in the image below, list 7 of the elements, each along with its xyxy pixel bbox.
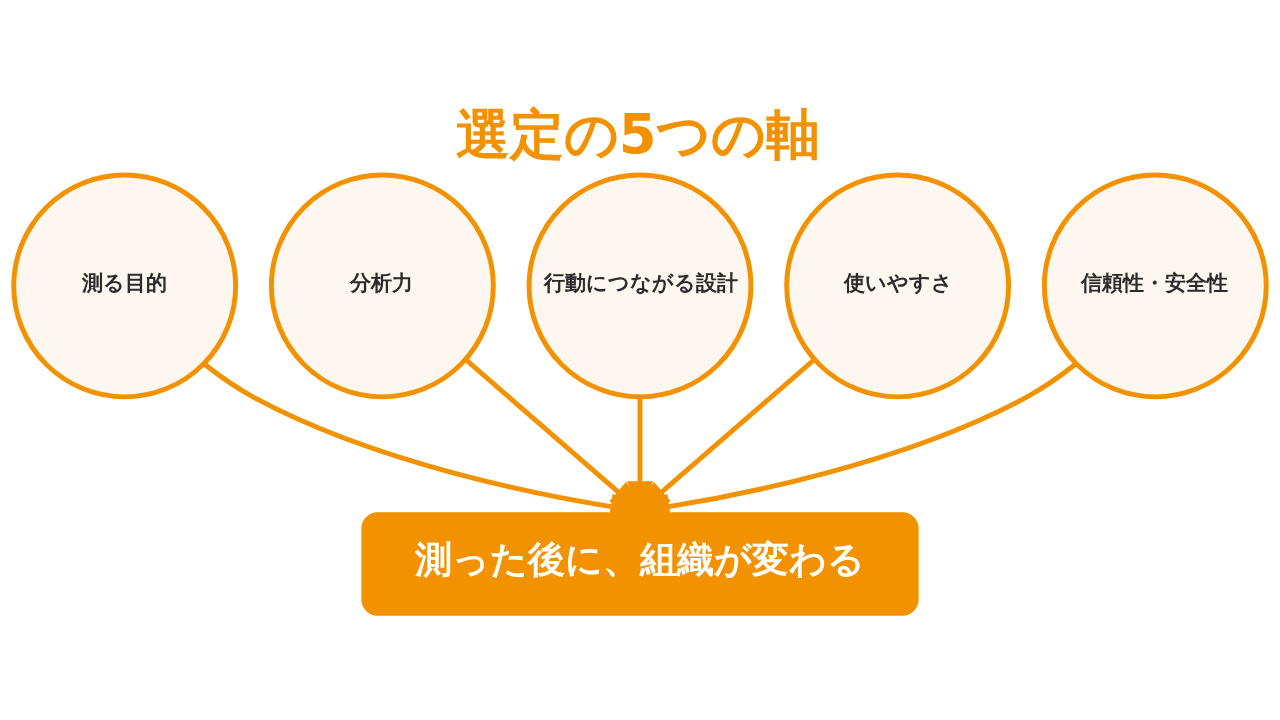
node-circle: 測る目的 (11, 172, 239, 399)
node-circle: 分析力 (268, 172, 496, 399)
node-circle: 信頼性・安全性 (1041, 172, 1269, 399)
node-circle: 使いやすさ (784, 172, 1012, 399)
diagram-title: 選定の5つの軸 (455, 102, 821, 166)
node-box: 測った後に、組織が変わる (361, 511, 919, 616)
node-circle: 行動につながる設計 (526, 172, 754, 399)
